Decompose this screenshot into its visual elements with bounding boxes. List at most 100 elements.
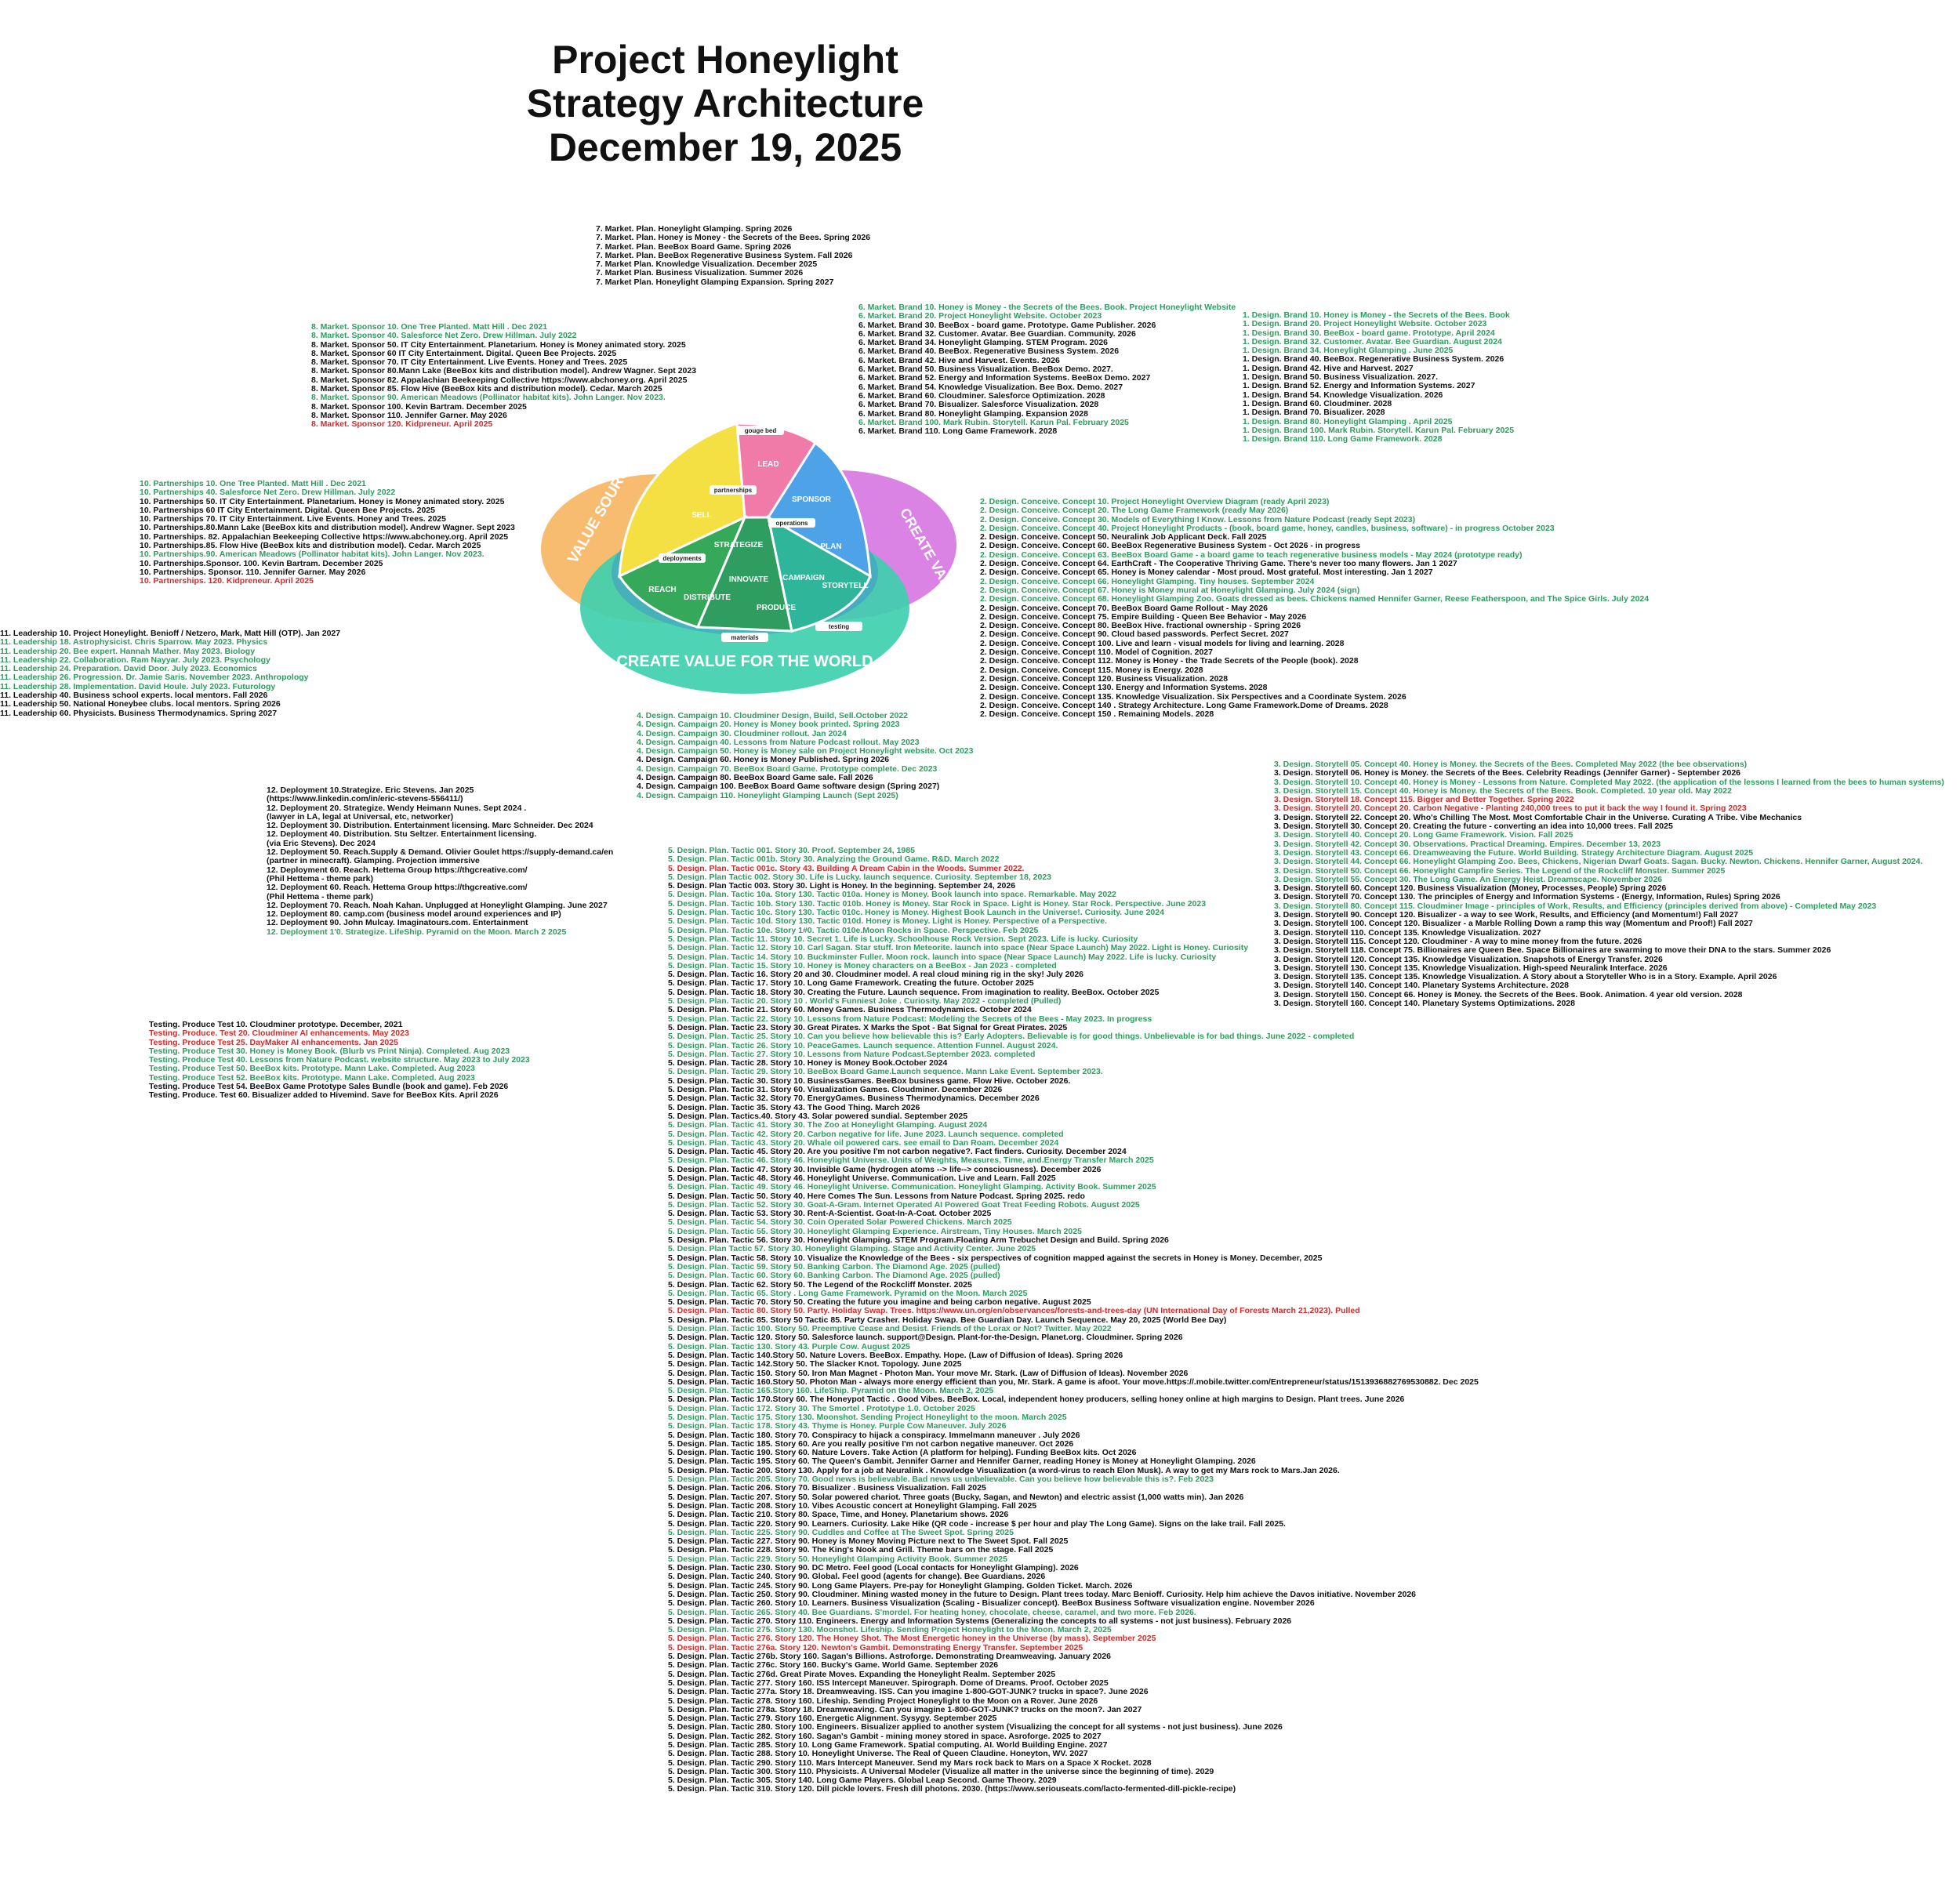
deployment-item: (partner in minecraft). Glamping. Projec…	[267, 856, 480, 866]
design-brand-item: 1. Design. Brand 40. BeeBox. Regenerativ…	[1243, 354, 1504, 365]
design-brand-item: 1. Design. Brand 80. Honeylight Glamping…	[1243, 416, 1453, 426]
design-storytell-item: 3. Design. Storytell 90. Concept 120. Bi…	[1274, 910, 1739, 920]
design-brand-item: 1. Design. Brand 10. Honey is Money - th…	[1243, 310, 1510, 320]
design-conceive-item: 2. Design. Conceive. Concept 40. Project…	[980, 523, 1555, 533]
deployment-item: 12. Deployment 90. John Mulcay. Imaginat…	[267, 918, 528, 928]
design-tactic-item: 5. Design. Plan. Tactic 278a. Story 18. …	[668, 1704, 1142, 1714]
design-tactic-item: 5. Design. Plan. Tactic 172. Story 30. T…	[668, 1403, 975, 1413]
partnerships-item: 10. Partnerships. 82. Appalachian Beekee…	[140, 531, 509, 542]
design-conceive-item: 2. Design. Conceive. Concept 30. Models …	[980, 514, 1416, 524]
partnerships-list: 10. Partnerships 10. One Tree Planted. M…	[140, 479, 515, 586]
design-tactic-item: 5. Design. Plan. Tactic 46. Story 46. Ho…	[668, 1155, 1154, 1166]
market-sponsor-item: 8. Market. Sponsor 50. IT City Entertain…	[311, 339, 686, 350]
dome-tag-bg	[768, 518, 815, 528]
deployment-item: 12. Deployment 70. Reach. Noah Kahan. Un…	[267, 900, 608, 910]
dome-teal-right	[766, 515, 872, 633]
design-storytell-item: 3. Design. Storytell 70. Concept 130. Th…	[1274, 892, 1780, 902]
design-tactic-item: 5. Design. Plan. Tactic 207. Story 50. S…	[668, 1492, 1244, 1502]
market-brand-item: 6. Market. Brand 110. Long Game Framewor…	[858, 426, 1058, 437]
design-storytell-item: 3. Design. Storytell 55. Concept 30. The…	[1274, 874, 1663, 884]
market-brand-item: 6. Market. Brand 100. Mark Rubin. Storyt…	[858, 417, 1129, 427]
design-storytell-item: 3. Design. Storytell 110. Concept 135. K…	[1274, 927, 1541, 938]
deployment-item: 12. Deployment 10.Strategize. Eric Steve…	[267, 785, 474, 795]
leadership-item: 11. Leadership 22. Collaboration. Ram Na…	[0, 655, 270, 665]
design-tactic-item: 5. Design. Plan. Tactic 29. Story 10. Be…	[668, 1067, 1103, 1077]
dome-tag-materials: materials	[731, 634, 759, 641]
market-plan-item: 7. Market. Plan. BeeBox Board Game. Spri…	[596, 241, 792, 252]
design-tactic-item: 5. Design. Plan. Tactic 300. Story 110. …	[668, 1766, 1214, 1776]
deployment-item: (via Eric Stevens). Dec 2024	[267, 838, 376, 848]
design-tactic-item: 5. Design. Plan. Tactic 59. Story 50. Ba…	[668, 1261, 1000, 1271]
design-tactic-item: 5. Design. Plan. Tactic 276b. Story 160.…	[668, 1652, 1112, 1662]
market-sponsor-item: 8. Market. Sponsor 60 IT City Entertainm…	[311, 348, 617, 358]
design-tactic-item: 5. Design. Plan. Tactic 190. Story 60. N…	[668, 1448, 1137, 1458]
design-tactic-item: 5. Design. Plan. Tactic 100. Story 50. P…	[668, 1324, 1112, 1334]
title-line-2: Strategy Architecture	[526, 82, 924, 125]
design-tactic-item: 5. Design. Plan. Tactics.40. Story 43. S…	[668, 1111, 968, 1121]
design-tactic-item: 5. Design. Plan. Tactic 17. Story 10. Lo…	[668, 978, 1034, 989]
design-tactic-item: 5. Design. Plan. Tactic 53. Story 30. Re…	[668, 1209, 992, 1219]
design-conceive-item: 2. Design. Conceive. Concept 64. EarthCr…	[980, 559, 1457, 569]
design-tactic-item: 5. Design. Plan. Tactic 210. Story 80. S…	[668, 1510, 1009, 1520]
design-conceive-item: 2. Design. Conceive. Concept 140 . Strat…	[980, 700, 1388, 710]
design-brand-item: 1. Design. Brand 30. BeeBox - board game…	[1243, 328, 1495, 338]
design-conceive-item: 2. Design. Conceive. Concept 70. BeeBox …	[980, 603, 1269, 613]
dome-segment-reach: REACH	[648, 586, 677, 594]
design-tactic-item: 5. Design. Plan. Tactic 142.Story 50. Th…	[668, 1359, 962, 1369]
design-tactic-item: 5. Design. Plan. Tactic 245. Story 90. L…	[668, 1580, 1133, 1591]
deployment-item: 12. Deployment 50. Reach.Supply & Demand…	[267, 847, 614, 858]
design-tactic-item: 5. Design. Plan. Tactic 12. Story 10. Ca…	[668, 943, 1249, 953]
leadership-item: 11. Leadership 40. Business school exper…	[0, 691, 268, 701]
market-plan-item: 7. Market Plan. Honeylight Glamping Expa…	[596, 277, 834, 287]
design-tactic-item: 5. Design. Plan. Tactic 001c. Story 43. …	[668, 863, 1025, 873]
design-tactic-item: 5. Design. Plan. Tactic 001b. Story 30. …	[668, 854, 1000, 865]
market-sponsor-item: 8. Market. Sponsor 110. Jennifer Garner.…	[311, 410, 507, 420]
partnerships-item: 10. Partnerships 10. One Tree Planted. M…	[140, 479, 366, 488]
leadership-list: 11. Leadership 10. Project Honeylight. B…	[0, 629, 340, 718]
market-brand-list: 6. Market. Brand 10. Honey is Money - th…	[858, 303, 1236, 436]
design-tactic-item: 5. Design. Plan. Tactic 276d. Great Pira…	[668, 1669, 1056, 1679]
design-storytell-item: 3. Design. Storytell 150. Concept 66. Ho…	[1274, 989, 1743, 999]
design-conceive-item: 2. Design. Conceive. Concept 67. Honey i…	[980, 585, 1360, 595]
design-tactic-item: 5. Design. Plan. Tactic 265. Story 40. B…	[668, 1607, 1196, 1617]
dome-tag-bg	[710, 485, 757, 495]
testing-item: Testing. Produce Test 52. BeeBox kits. P…	[149, 1072, 475, 1083]
design-tactic-item: 5. Design. Plan. Tactic 290. Story 110. …	[668, 1758, 1152, 1768]
design-tactic-item: 5. Design. Plan. Tactic 165.Story 160. L…	[668, 1386, 994, 1396]
design-tactic-item: 5. Design. Plan. Tactic 285. Story 10. L…	[668, 1739, 1108, 1750]
design-conceive-item: 2. Design. Conceive. Concept 60. BeeBox …	[980, 541, 1360, 551]
design-tactic-item: 5. Design. Plan. Tactic 276c. Story 160.…	[668, 1660, 999, 1671]
design-tactic-item: 5. Design. Plan. Tactic 15. Story 10. Ho…	[668, 960, 1057, 970]
design-tactic-item: 5. Design. Plan. Tactic 58. Story 10. Vi…	[668, 1253, 1323, 1263]
dome-tag-bg	[815, 622, 862, 631]
dome-segment-distribute: DISTRIBUTE	[684, 593, 731, 602]
design-storytell-item: 3. Design. Storytell 05. Concept 40. Hon…	[1274, 760, 1748, 769]
design-conceive-item: 2. Design. Conceive. Concept 130. Energy…	[980, 683, 1268, 693]
design-tactic-item: 5. Design. Plan. Tactic 14. Story 10. Bu…	[668, 952, 1217, 962]
design-conceive-list: 2. Design. Conceive. Concept 10. Project…	[980, 497, 1649, 719]
design-brand-item: 1. Design. Brand 20. Project Honeylight …	[1243, 319, 1487, 329]
dome-tag-gouge-bed: gouge bed	[745, 427, 777, 434]
market-brand-item: 6. Market. Brand 60. Cloudminer. Salesfo…	[858, 390, 1105, 401]
design-tactic-item: 5. Design. Plan. Tactic 208. Story 10. V…	[668, 1500, 1037, 1511]
design-campaign-item: 4. Design. Campaign 110. Honeylight Glam…	[637, 790, 898, 800]
market-sponsor-list: 8. Market. Sponsor 10. One Tree Planted.…	[311, 322, 696, 430]
design-conceive-item: 2. Design. Conceive. Concept 65. Honey i…	[980, 568, 1433, 578]
design-campaign-item: 4. Design. Campaign 20. Honey is Money b…	[637, 720, 900, 730]
design-tactic-item: 5. Design. Plan Tactic 002. Story 30. Li…	[668, 872, 1052, 882]
design-tactic-item: 5. Design. Plan. Tactic 22. Story 10. Le…	[668, 1014, 1152, 1024]
market-brand-item: 6. Market. Brand 54. Knowledge Visualiza…	[858, 382, 1123, 392]
design-tactic-item: 5. Design. Plan. Tactic 130. Story 43. P…	[668, 1341, 910, 1351]
dome-segment-produce: PRODUCE	[757, 604, 796, 612]
design-brand-item: 1. Design. Brand 34. Honeylight Glamping…	[1243, 346, 1454, 356]
design-storytell-item: 3. Design. Storytell 160. Concept 140. P…	[1274, 999, 1575, 1009]
testing-item: Testing. Produce. Test 60. Bisualizer ad…	[149, 1090, 499, 1101]
design-tactic-item: 5. Design. Plan. Tactic 10b. Story 130. …	[668, 898, 1207, 909]
market-brand-item: 6. Market. Brand 40. BeeBox. Regenerativ…	[858, 346, 1120, 357]
dome-tag-bg	[721, 633, 768, 642]
design-storytell-item: 3. Design. Storytell 22. Concept 20. Who…	[1274, 812, 1802, 822]
design-storytell-item: 3. Design. Storytell 40. Concept 20. Lon…	[1274, 830, 1573, 840]
design-tactic-item: 5. Design. Plan. Tactic 220. Story 90. L…	[668, 1518, 1286, 1529]
design-tactic-item: 5. Design. Plan. Tactic 150. Story 50. I…	[668, 1368, 1189, 1378]
design-conceive-item: 2. Design. Conceive. Concept 115. Money …	[980, 665, 1203, 675]
